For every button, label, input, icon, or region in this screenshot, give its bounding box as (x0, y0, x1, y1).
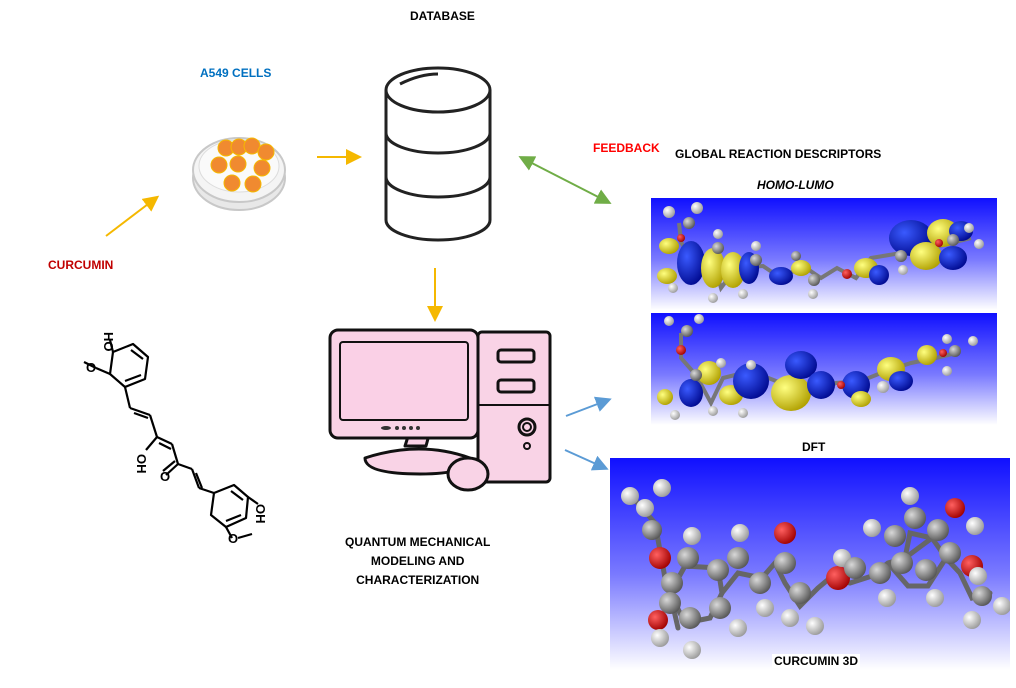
global-descriptors-label: GLOBAL REACTION DESCRIPTORS (675, 147, 882, 161)
feedback-label: FEEDBACK (593, 141, 660, 155)
a549-cells-label: A549 CELLS (200, 66, 272, 80)
computer-icon (328, 328, 552, 492)
petri-dish-icon (192, 137, 286, 211)
feedback-double-arrow (518, 156, 612, 204)
svg-text:OH: OH (134, 454, 149, 474)
qm-modeling-label: QUANTUM MECHANICAL MODELING AND CHARACTE… (345, 533, 490, 590)
arrow-computer-to-dft (564, 449, 609, 471)
dft-structure-panel: CURCUMIN 3D (610, 458, 1010, 670)
qm-line-1: QUANTUM MECHANICAL (345, 535, 491, 549)
database-icon (384, 66, 492, 242)
lumo-orbital-panel (651, 313, 997, 425)
curcumin-label: CURCUMIN (48, 258, 114, 272)
qm-line-2: MODELING AND (370, 554, 465, 568)
database-label: DATABASE (410, 9, 475, 23)
svg-text:OH: OH (253, 504, 268, 524)
svg-text:O: O (86, 360, 96, 375)
svg-text:O: O (160, 469, 170, 484)
homo-lumo-label: HOMO-LUMO (757, 178, 834, 192)
dft-label: DFT (802, 440, 826, 454)
homo-orbital-panel (651, 198, 997, 310)
curcumin-2d-structure (83, 339, 259, 540)
arrow-computer-to-homo-lumo (565, 396, 612, 417)
svg-text:O: O (228, 531, 238, 546)
curcumin-3d-label: CURCUMIN 3D (772, 654, 860, 668)
curcumin-2d-atom-labels: HO O OH O OH O (86, 332, 268, 546)
svg-text:HO: HO (101, 332, 116, 352)
arrow-curcumin-to-cells (105, 195, 160, 237)
qm-line-3: CHARACTERIZATION (356, 573, 480, 587)
